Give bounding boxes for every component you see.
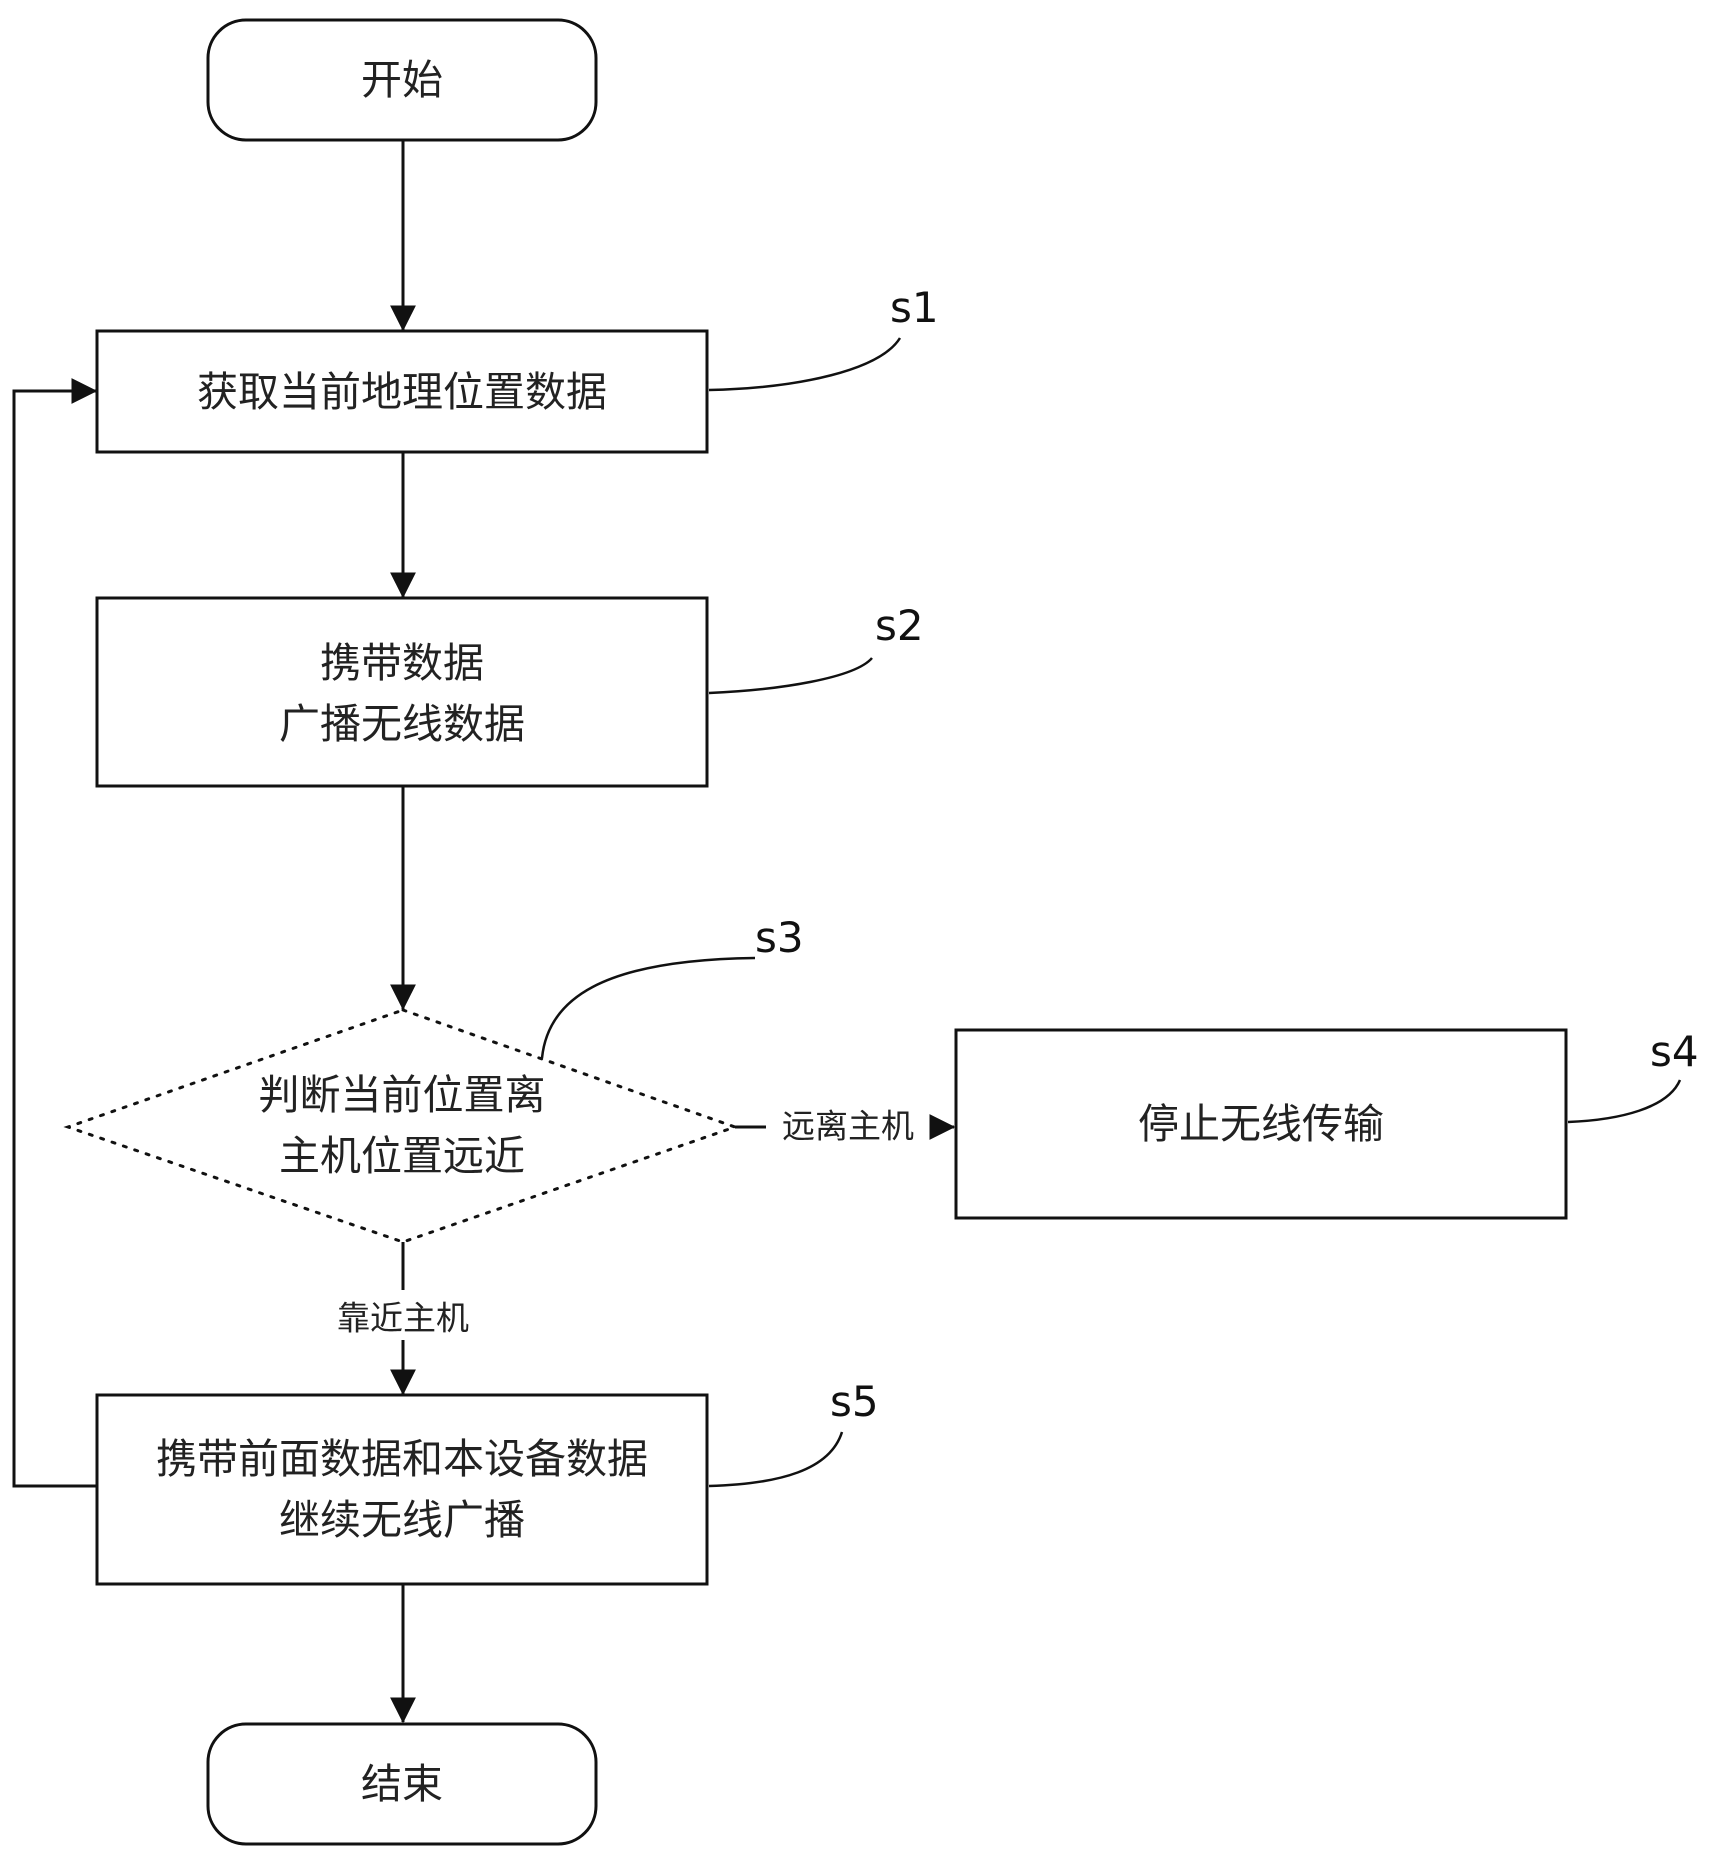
s2-box (95, 596, 709, 788)
s4-leader-line (1567, 1079, 1682, 1124)
s5-leader-line (708, 1431, 844, 1488)
s5-box-label-line2: 继续无线广播 (279, 1496, 525, 1544)
s5-step-label: s5 (830, 1377, 879, 1426)
end-label: 结束 (361, 1760, 443, 1808)
s1-box-label: 获取当前地理位置数据 (197, 368, 607, 416)
s2-box-label-line1: 携带数据 (320, 639, 484, 687)
end-node (206, 1722, 598, 1846)
s1-box (95, 329, 709, 454)
s5-box-label-line1: 携带前面数据和本设备数据 (156, 1435, 648, 1483)
s1-leader-line (708, 337, 902, 392)
s2-leader-line (708, 657, 873, 695)
edge-label-far: 远离主机 (782, 1107, 914, 1146)
s4-step-label: s4 (1650, 1027, 1699, 1076)
start-node (206, 18, 598, 142)
s4-box-label: 停止无线传输 (1138, 1100, 1384, 1148)
s3-decision-label-line1: 判断当前位置离 (259, 1071, 546, 1119)
start-label: 开始 (361, 56, 443, 104)
s3-decision (63, 1008, 740, 1244)
s3-leader-line (540, 956, 756, 1059)
s5-box (95, 1393, 709, 1586)
s1-step-label: s1 (890, 283, 939, 332)
edge-loop-s5-to-s1 (12, 378, 98, 1488)
s2-box-label-line2: 广播无线数据 (279, 700, 525, 748)
edge-label-near: 靠近主机 (337, 1299, 469, 1338)
s3-decision-label-line2: 主机位置远近 (279, 1132, 525, 1180)
s2-step-label: s2 (875, 601, 924, 650)
s4-box (954, 1028, 1568, 1220)
s3-step-label: s3 (755, 913, 804, 962)
